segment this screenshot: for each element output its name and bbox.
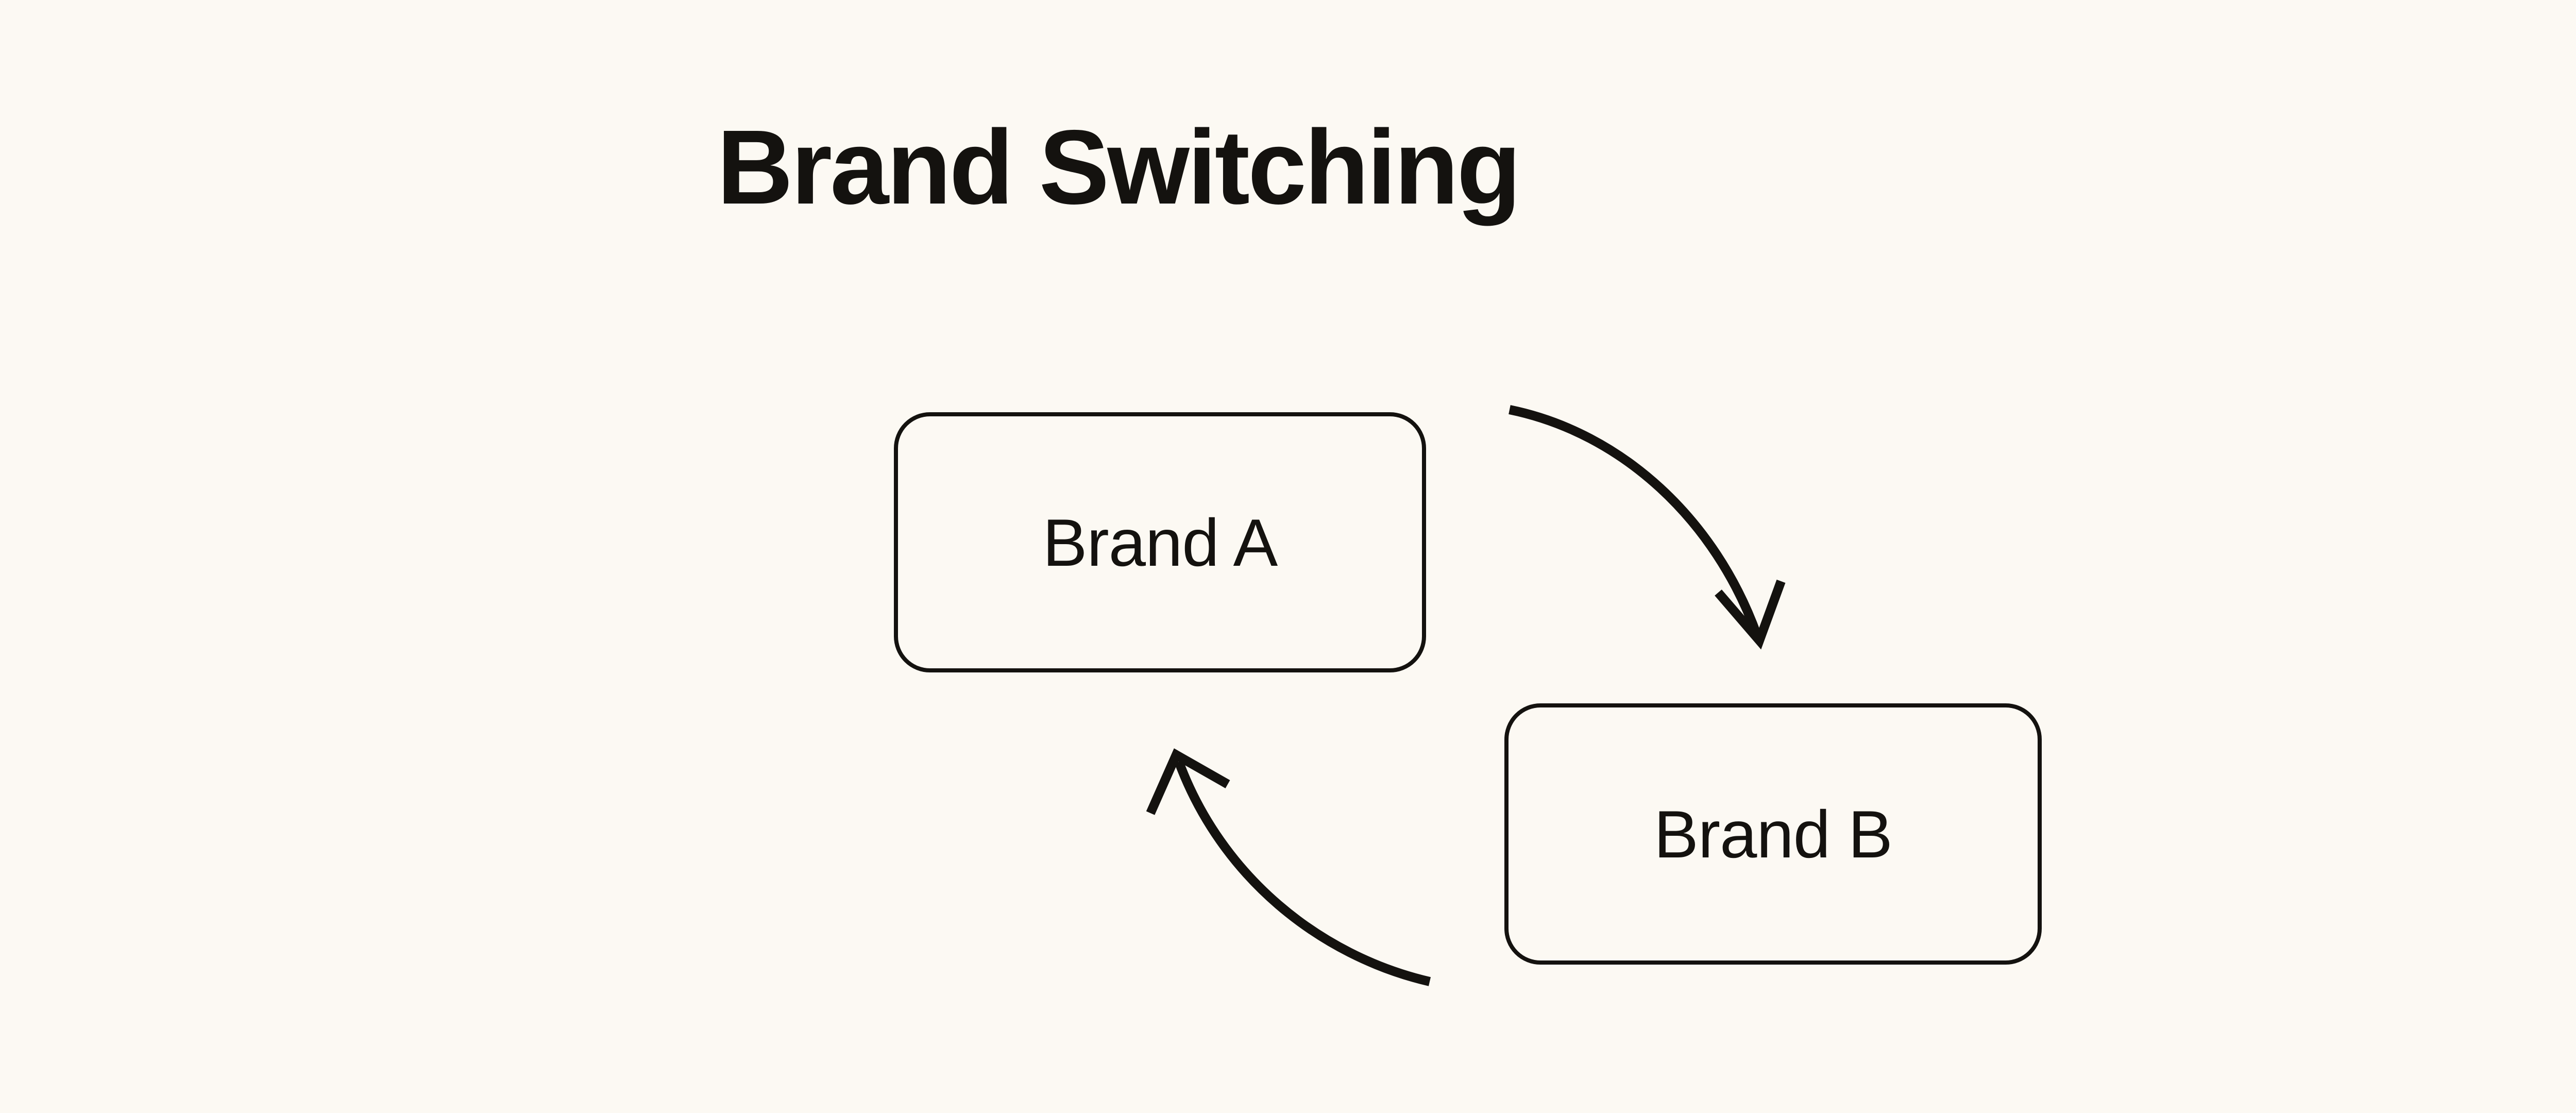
- page-title: Brand Switching: [717, 108, 1521, 226]
- edge-b-to-a-arrowhead-icon: [1146, 748, 1230, 815]
- edge-a-to-b: [1509, 405, 1786, 650]
- edge-a-to-b-curve: [1509, 405, 1761, 637]
- edge-b-to-a: [1146, 748, 1431, 986]
- node-brand-a[interactable]: Brand A: [894, 412, 1426, 672]
- node-brand-a-label: Brand A: [1042, 504, 1278, 580]
- edge-a-to-b-arrowhead-icon: [1715, 579, 1786, 650]
- edge-b-to-a-curve: [1174, 760, 1431, 986]
- node-brand-b-label: Brand B: [1654, 796, 1893, 872]
- node-brand-b[interactable]: Brand B: [1504, 703, 2042, 965]
